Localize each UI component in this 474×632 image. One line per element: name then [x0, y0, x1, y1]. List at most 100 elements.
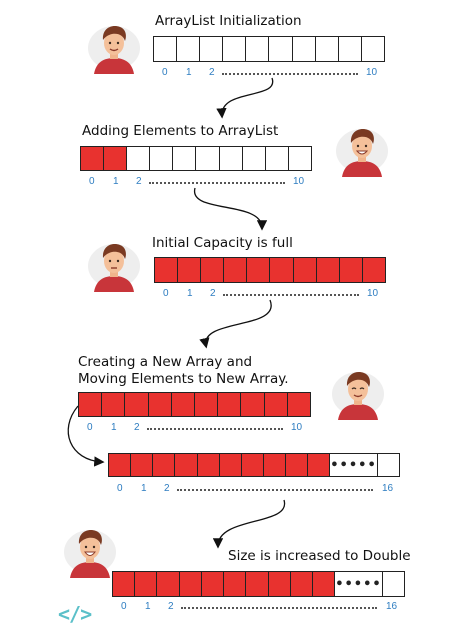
array-cell-filled	[339, 258, 363, 282]
array-cell-filled	[79, 393, 103, 416]
array-cell-filled	[241, 454, 264, 476]
array-cell-filled	[290, 572, 313, 596]
index-1: 1	[186, 67, 192, 78]
step2-array	[80, 146, 312, 171]
array-cell-filled	[178, 258, 202, 282]
array-cell-filled	[131, 454, 154, 476]
step4-title-line1: Creating a New Array and	[78, 354, 253, 370]
arrow-5	[212, 499, 286, 549]
person-avatar-icon	[332, 372, 384, 420]
index-ellipsis	[222, 73, 358, 75]
array-cell-filled	[153, 454, 176, 476]
array-cell	[173, 147, 197, 170]
array-cell-filled	[224, 258, 248, 282]
index-ellipsis	[181, 607, 377, 609]
index-2: 2	[168, 601, 174, 612]
array-cell	[316, 37, 339, 61]
array-cell-filled	[175, 454, 198, 476]
array-cell-filled	[102, 393, 126, 416]
array-cell-filled	[109, 454, 132, 476]
index-ellipsis	[177, 489, 373, 491]
step1-array	[153, 36, 385, 62]
array-cell-filled	[125, 393, 149, 416]
step4-old-array	[78, 392, 311, 417]
array-cell-filled	[201, 572, 225, 596]
index-0: 0	[117, 483, 123, 494]
array-cell	[266, 147, 289, 170]
array-cell-filled	[312, 572, 336, 596]
index-ellipsis	[149, 182, 285, 184]
array-cell-filled	[148, 393, 172, 416]
array-cell-filled	[81, 147, 105, 170]
index-2: 2	[210, 288, 216, 299]
array-cell	[293, 37, 316, 61]
array-cell-filled	[179, 572, 202, 596]
array-cell-filled	[293, 258, 317, 282]
array-ellipsis-cell: •••••	[330, 454, 378, 476]
array-cell-filled	[247, 258, 271, 282]
index-2: 2	[164, 483, 170, 494]
code-logo-icon: </>	[58, 602, 92, 626]
array-cell-filled	[155, 258, 179, 282]
array-cell-filled	[268, 572, 291, 596]
index-0: 0	[162, 67, 168, 78]
array-cell-filled	[201, 258, 225, 282]
arrow-4	[67, 405, 105, 467]
array-cell	[383, 572, 404, 596]
array-cell	[243, 147, 266, 170]
array-cell-filled	[219, 454, 242, 476]
index-1: 1	[187, 288, 193, 299]
array-cell	[339, 37, 362, 61]
index-1: 1	[111, 422, 117, 433]
step6-title: Size is increased to Double	[228, 548, 411, 564]
array-cell-filled	[218, 393, 242, 416]
array-cell-filled	[287, 393, 311, 416]
arrow-1	[216, 77, 274, 119]
array-cell	[378, 454, 399, 476]
index-2: 2	[136, 176, 142, 187]
array-cell-filled	[224, 572, 247, 596]
index-0: 0	[89, 176, 95, 187]
array-cell-filled	[286, 454, 309, 476]
array-cell-filled	[362, 258, 385, 282]
array-cell-filled	[246, 572, 269, 596]
array-cell-filled	[308, 454, 331, 476]
index-2: 2	[209, 67, 215, 78]
array-cell-filled	[264, 393, 288, 416]
step5-new-array: •••••	[108, 453, 400, 477]
array-cell	[220, 147, 243, 170]
person-avatar-icon	[64, 530, 116, 578]
array-cell	[223, 37, 247, 61]
index-last: 10	[291, 422, 303, 433]
index-1: 1	[145, 601, 151, 612]
array-cell-filled	[171, 393, 196, 416]
array-cell-filled	[241, 393, 265, 416]
index-last: 16	[382, 483, 394, 494]
array-cell	[177, 37, 201, 61]
index-ellipsis	[147, 428, 283, 430]
array-cell	[200, 37, 224, 61]
step3-title: Initial Capacity is full	[152, 235, 293, 251]
person-avatar-icon	[88, 244, 140, 292]
index-2: 2	[134, 422, 140, 433]
array-cell	[196, 147, 220, 170]
array-cell-filled	[195, 393, 219, 416]
array-ellipsis-cell: •••••	[335, 572, 383, 596]
index-last: 10	[366, 67, 378, 78]
index-ellipsis	[223, 294, 359, 296]
array-cell	[289, 147, 311, 170]
index-1: 1	[141, 483, 147, 494]
array-cell-filled	[157, 572, 180, 596]
array-cell	[127, 147, 151, 170]
index-0: 0	[163, 288, 169, 299]
arrow-3	[199, 299, 272, 349]
step6-array: •••••	[112, 571, 405, 597]
step3-array	[154, 257, 386, 283]
array-cell	[246, 37, 270, 61]
index-last: 10	[367, 288, 379, 299]
step1-title: ArrayList Initialization	[155, 13, 302, 29]
index-last: 10	[293, 176, 305, 187]
index-last: 16	[386, 601, 398, 612]
array-cell-filled	[135, 572, 158, 596]
